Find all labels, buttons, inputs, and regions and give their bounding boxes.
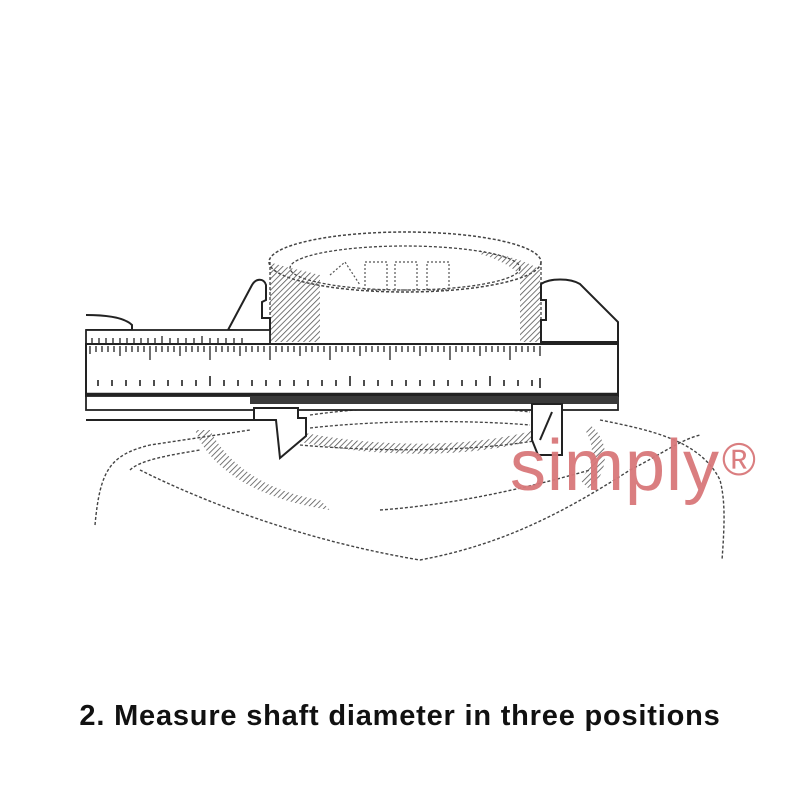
watermark-text: simply — [510, 426, 721, 506]
registered-mark: ® — [722, 433, 757, 485]
brand-watermark: simply® — [510, 430, 757, 502]
instruction-caption: 2. Measure shaft diameter in three posit… — [79, 700, 721, 732]
caliper-diagram — [85, 231, 725, 561]
housing-base — [94, 419, 725, 561]
